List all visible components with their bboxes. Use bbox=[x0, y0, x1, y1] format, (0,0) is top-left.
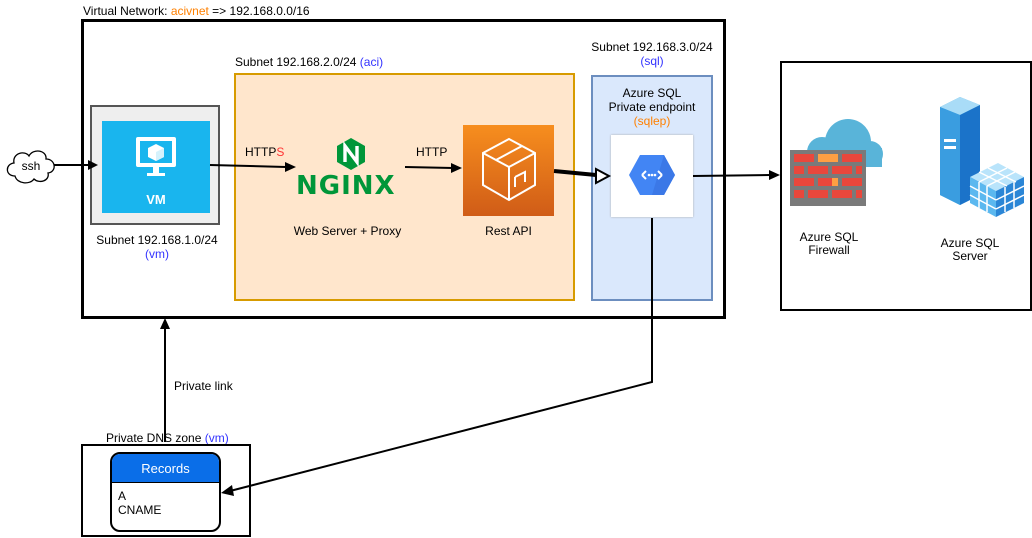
azure-services-box bbox=[780, 61, 1032, 311]
firewall-icon[interactable] bbox=[788, 110, 888, 210]
vnet-title: Virtual Network: acivnet => 192.168.0.0/… bbox=[83, 4, 310, 18]
nginx-hexagon-icon bbox=[337, 138, 365, 170]
aci-subnet-label: Subnet 192.168.2.0/24 (aci) bbox=[235, 55, 384, 69]
aci-subnet-box bbox=[234, 73, 575, 301]
endpoint-title-line1: Azure SQL bbox=[622, 86, 682, 100]
vm-subnet-tag: (vm) bbox=[145, 247, 169, 261]
https-label: HTTPS bbox=[245, 145, 285, 159]
private-endpoint-icon bbox=[629, 155, 675, 195]
dns-to-vnet-arrowhead bbox=[160, 318, 170, 329]
vm-to-nginx-edge bbox=[209, 164, 287, 168]
sql-subnet-tag: (sql) bbox=[640, 54, 664, 68]
records-list: A CNAME bbox=[118, 489, 161, 517]
endpoint-to-azure-arrowhead bbox=[769, 170, 780, 180]
vnet-name: acivnet bbox=[170, 4, 209, 18]
http-label: HTTP bbox=[416, 145, 448, 159]
firewall-label-line2: Firewall bbox=[808, 243, 850, 257]
records-table[interactable]: Records A CNAME bbox=[110, 452, 221, 532]
sql-server-label-line1: Azure SQL bbox=[940, 236, 1000, 250]
endpoint-to-azure-edge bbox=[692, 174, 771, 177]
api-to-endpoint-edge bbox=[553, 169, 597, 177]
record-cname: CNAME bbox=[118, 503, 162, 517]
rest-api-icon[interactable] bbox=[463, 125, 554, 216]
endpoint-to-records-arrowhead bbox=[221, 485, 234, 496]
rest-api-caption: Rest API bbox=[485, 224, 532, 238]
nginx-to-api-arrowhead bbox=[451, 163, 462, 173]
records-header: Records bbox=[112, 454, 219, 483]
nginx-caption: Web Server + Proxy bbox=[293, 224, 402, 238]
vm-to-nginx-arrowhead bbox=[285, 162, 296, 172]
sql-server-label-line2: Server bbox=[952, 249, 988, 263]
ssh-cloud-icon bbox=[6, 150, 55, 184]
virtual-network-container bbox=[81, 19, 726, 319]
record-a: A bbox=[118, 489, 127, 503]
nginx-logo: NGINX bbox=[296, 171, 396, 201]
vm-label: VM bbox=[146, 192, 166, 207]
sql-server-icon[interactable] bbox=[922, 95, 1026, 221]
ssh-label: ssh bbox=[21, 159, 41, 173]
endpoint-to-records-edge bbox=[229, 218, 653, 492]
records-title: Records bbox=[141, 461, 190, 476]
vm-subnet-label: Subnet 192.168.1.0/24 bbox=[96, 233, 218, 247]
endpoint-tag: (sqlep) bbox=[633, 114, 671, 128]
nginx-to-api-edge bbox=[404, 166, 454, 169]
endpoint-title-line2: Private endpoint bbox=[608, 100, 696, 114]
sql-subnet-label: Subnet 192.168.3.0/24 bbox=[591, 40, 713, 54]
vm-monitor-icon bbox=[136, 137, 176, 176]
private-link-label: Private link bbox=[174, 379, 233, 393]
dns-zone-box bbox=[81, 444, 251, 537]
firewall-label-line1: Azure SQL bbox=[799, 230, 859, 244]
dns-zone-title: Private DNS zone (vm) bbox=[106, 431, 229, 445]
api-to-endpoint-arrowhead bbox=[595, 167, 612, 185]
ssh-to-vm-arrowhead bbox=[88, 160, 98, 170]
